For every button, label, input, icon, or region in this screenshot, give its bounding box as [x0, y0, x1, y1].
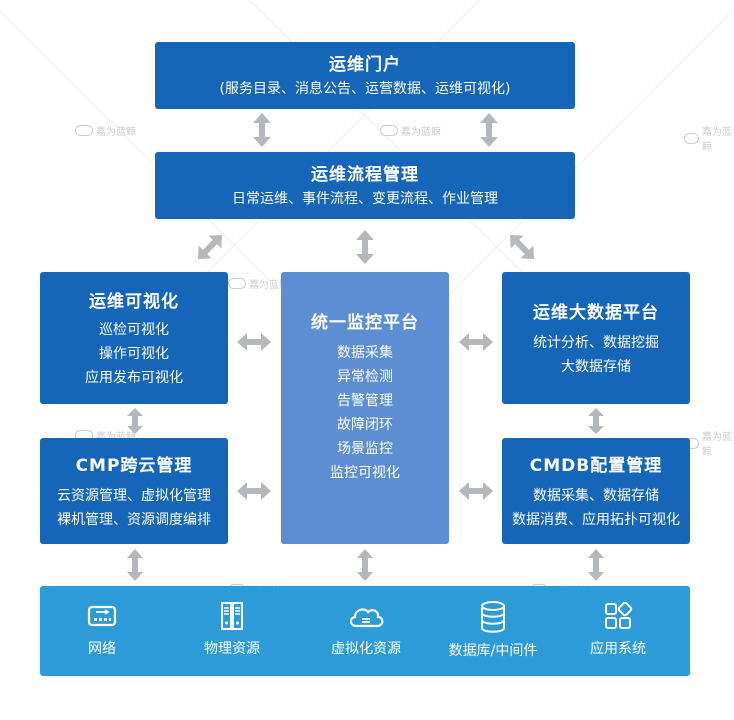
- unified-monitoring-item: 异常检测: [337, 369, 393, 385]
- watermark-text: 嘉为蓝鲸: [401, 127, 441, 138]
- resource-item-apps: 应用系统: [578, 600, 658, 658]
- unified-monitoring-item: 告警管理: [337, 393, 393, 409]
- arrow-process-monitoring: [356, 230, 374, 264]
- arrow-visualization-cmp: [127, 408, 143, 434]
- resource-item-virtual: 虚拟化资源: [318, 600, 414, 658]
- watermark-text: 嘉为蓝鲸: [701, 432, 732, 458]
- arrow-visualization-monitoring: [237, 333, 271, 351]
- cmdb-title: CMDB配置管理: [529, 455, 663, 476]
- network-switch-icon: [87, 605, 117, 627]
- resources-bar: [40, 586, 690, 676]
- arrow-cmdb-resources: [588, 549, 604, 581]
- ops-bigdata-title: 运维大数据平台: [533, 302, 659, 323]
- resource-item-database: 数据库/中间件: [438, 600, 548, 660]
- ops-bigdata-item: 统计分析、数据挖掘: [533, 334, 659, 351]
- unified-monitoring-item: 监控可视化: [330, 465, 400, 481]
- watermark-logo-icon: [75, 125, 93, 136]
- arrow-process-bigdata: [509, 234, 535, 260]
- cloud-icon: [349, 608, 384, 628]
- ops-portal-box: 运维门户 (服务目录、消息公告、运营数据、运维可视化): [155, 42, 575, 109]
- database-icon: [481, 601, 505, 633]
- ops-visualization-box: 运维可视化 巡检可视化 操作可视化 应用发布可视化: [40, 272, 228, 404]
- ops-visualization-item: 巡检可视化: [99, 321, 169, 338]
- arrow-cmp-resources: [127, 549, 143, 581]
- watermark-logo-icon: [380, 125, 398, 136]
- resource-item-physical: 物理资源: [192, 600, 272, 658]
- cmp-box: CMP跨云管理 云资源管理、虚拟化管理 裸机管理、资源调度编排: [40, 438, 228, 544]
- watermark-logo-icon: [684, 132, 699, 144]
- watermark-text: 嘉为蓝鲸: [96, 428, 136, 443]
- resource-label: 数据库/中间件: [448, 643, 538, 659]
- cmdb-box: CMDB配置管理 数据采集、数据存储 数据消费、应用拓扑可视化: [502, 438, 690, 544]
- watermark: 嘉为蓝鲸: [75, 123, 136, 138]
- watermark-text: 嘉为蓝鲸: [96, 127, 136, 138]
- resource-item-network: 网络: [72, 600, 132, 658]
- arrow-process-visualization: [197, 234, 223, 260]
- cmdb-item: 数据消费、应用拓扑可视化: [512, 511, 680, 528]
- arrow-bigdata-cmdb: [588, 408, 604, 434]
- resource-label: 虚拟化资源: [331, 641, 401, 657]
- watermark-logo-icon: [228, 278, 246, 289]
- ops-portal-subtitle: (服务目录、消息公告、运营数据、运维可视化): [219, 81, 511, 97]
- resource-label: 应用系统: [590, 641, 646, 657]
- arrow-cmp-monitoring: [237, 482, 271, 500]
- unified-monitoring-item: 数据采集: [337, 345, 393, 361]
- ops-visualization-item: 操作可视化: [99, 345, 169, 362]
- ops-visualization-item: 应用发布可视化: [85, 369, 183, 386]
- ops-bigdata-box: 运维大数据平台 统计分析、数据挖掘 大数据存储: [502, 272, 690, 404]
- cmp-item: 裸机管理、资源调度编排: [57, 511, 211, 528]
- cmp-title: CMP跨云管理: [75, 455, 193, 476]
- ops-process-box: 运维流程管理 日常运维、事件流程、变更流程、作业管理: [155, 152, 575, 219]
- ops-visualization-title: 运维可视化: [89, 291, 179, 312]
- arrow-portal-process-right: [480, 113, 498, 147]
- server-rack-icon: [221, 602, 243, 630]
- resource-label: 网络: [88, 641, 116, 657]
- ops-process-title: 运维流程管理: [311, 165, 419, 185]
- watermark-text: 嘉为蓝鲸: [249, 280, 289, 291]
- arrow-monitoring-bigdata: [459, 333, 493, 351]
- unified-monitoring-box: 统一监控平台 数据采集 异常检测 告警管理 故障闭环 场景监控 监控可视化: [281, 272, 449, 544]
- watermark: 嘉为蓝鲸: [684, 123, 734, 153]
- resource-label: 物理资源: [204, 641, 260, 657]
- unified-monitoring-item: 场景监控: [337, 441, 393, 457]
- cmdb-item: 数据采集、数据存储: [533, 487, 659, 504]
- watermark: 嘉为蓝鲸: [380, 123, 441, 138]
- arrow-monitoring-resources: [357, 549, 373, 581]
- watermark: 嘉为蓝鲸: [228, 276, 289, 291]
- cmp-item: 云资源管理、虚拟化管理: [57, 487, 211, 504]
- watermark: 嘉为蓝鲸: [684, 428, 734, 458]
- ops-process-subtitle: 日常运维、事件流程、变更流程、作业管理: [232, 191, 498, 207]
- arrow-monitoring-cmdb: [459, 482, 493, 500]
- ops-portal-title: 运维门户: [329, 55, 401, 75]
- unified-monitoring-title: 统一监控平台: [311, 313, 419, 333]
- arrow-portal-process-left: [253, 113, 271, 147]
- unified-monitoring-item: 故障闭环: [337, 417, 393, 433]
- ops-bigdata-item: 大数据存储: [561, 358, 631, 375]
- watermark-text: 嘉为蓝鲸: [701, 127, 732, 153]
- apps-grid-icon: [605, 601, 633, 629]
